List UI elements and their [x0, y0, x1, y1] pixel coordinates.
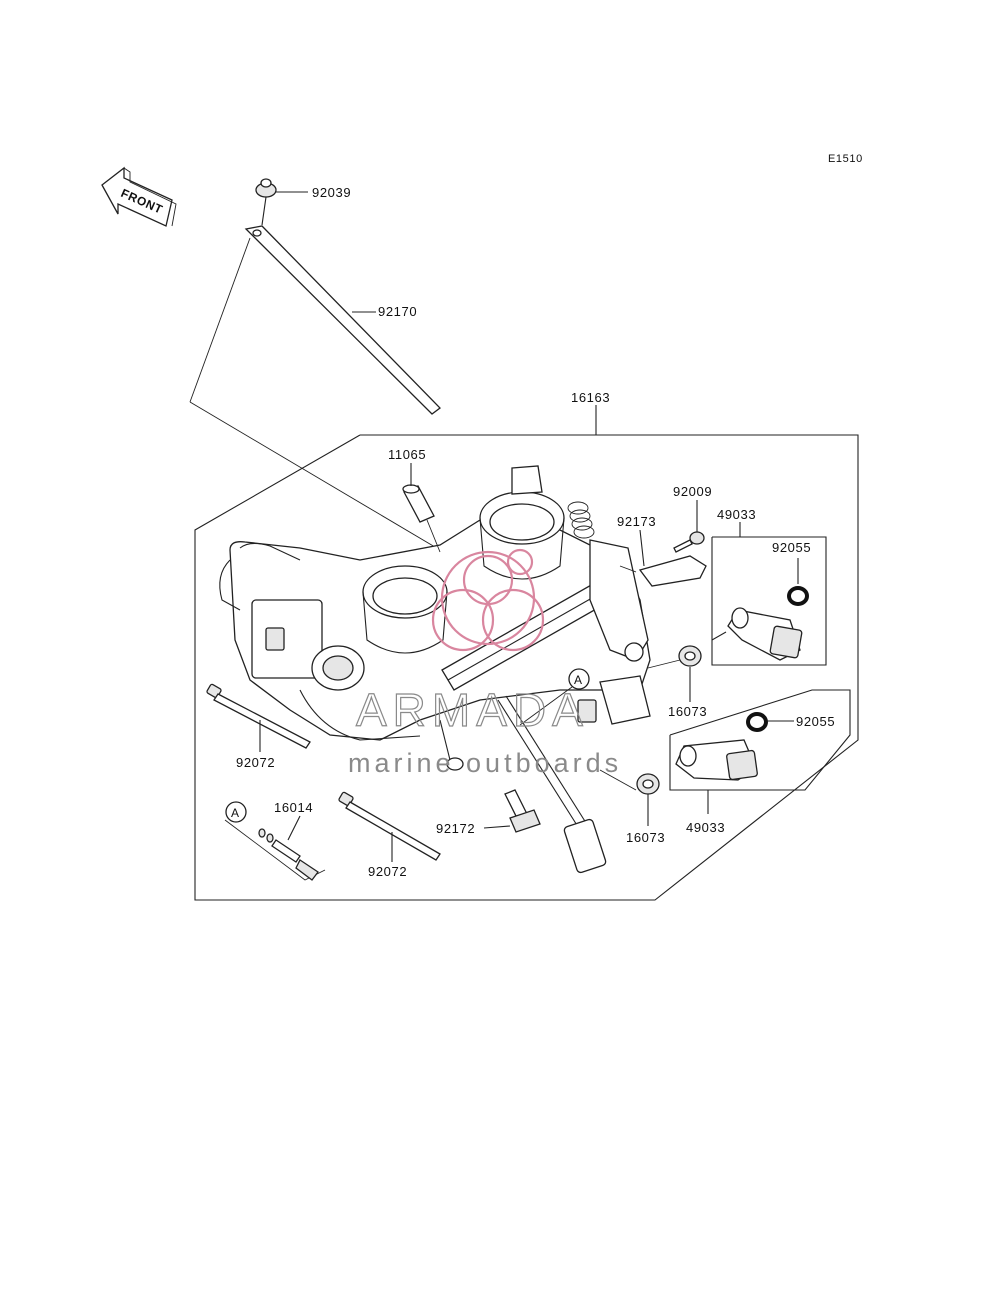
- screw-kit-16014-icon: [224, 815, 326, 881]
- callout-92170: 92170: [378, 304, 417, 319]
- grommet-92039-icon: [255, 178, 308, 226]
- watermark-logo: ARMADA marine outboards: [348, 548, 622, 778]
- o-ring-92055-bottom-icon: [746, 712, 768, 732]
- callout-92072-left: 92072: [236, 755, 275, 770]
- cable-tie-92072-bottom-icon: [338, 791, 441, 862]
- injector-box-bottom: [669, 689, 851, 791]
- callout-11065: 11065: [388, 447, 426, 462]
- injector-49033-top-icon: [711, 607, 803, 661]
- bolt-92172-icon: [483, 789, 541, 833]
- callout-49033-bottom: 49033: [686, 820, 725, 835]
- spring-icon: [567, 501, 595, 539]
- ref-a-body-marker: A: [519, 668, 590, 726]
- callout-92173: 92173: [617, 514, 656, 529]
- callout-92172: 92172: [436, 821, 475, 836]
- washer-16073-bottom-icon: [599, 769, 660, 826]
- callout-49033-top: 49033: [717, 507, 756, 522]
- callout-92055-top: 92055: [772, 540, 811, 555]
- cable-tie-92072-left-icon: [206, 683, 311, 752]
- callout-92039: 92039: [312, 185, 351, 200]
- callout-92009: 92009: [673, 484, 712, 499]
- strap-92170-icon: [244, 225, 441, 415]
- screw-92009-icon: [673, 500, 705, 553]
- assembly-outline: [194, 434, 859, 901]
- callout-16073-bottom: 16073: [626, 830, 665, 845]
- cap-11065-icon: [402, 463, 441, 553]
- front-arrow-icon: FRONT: [101, 166, 177, 227]
- callout-16014: 16014: [274, 800, 313, 815]
- ref-a-kit-marker: A: [225, 801, 247, 823]
- diagram-code: E1510: [828, 153, 863, 165]
- o-ring-92055-top-icon: [787, 586, 809, 606]
- watermark-brand: ARMADA: [356, 684, 589, 736]
- callout-16163: 16163: [571, 390, 610, 405]
- clamp-92173-icon: [619, 529, 707, 587]
- washer-16073-top-icon: [647, 645, 702, 702]
- injector-box-top: [711, 536, 827, 666]
- callout-92055-bottom: 92055: [796, 714, 835, 729]
- svg-text:A: A: [231, 806, 240, 820]
- throttle-body-icon: [219, 465, 651, 874]
- callout-16073-top: 16073: [668, 704, 707, 719]
- svg-text:A: A: [574, 673, 583, 687]
- callout-92072-bottom: 92072: [368, 864, 407, 879]
- injector-49033-bottom-icon: [675, 739, 758, 781]
- watermark-tagline: marine outboards: [348, 748, 622, 778]
